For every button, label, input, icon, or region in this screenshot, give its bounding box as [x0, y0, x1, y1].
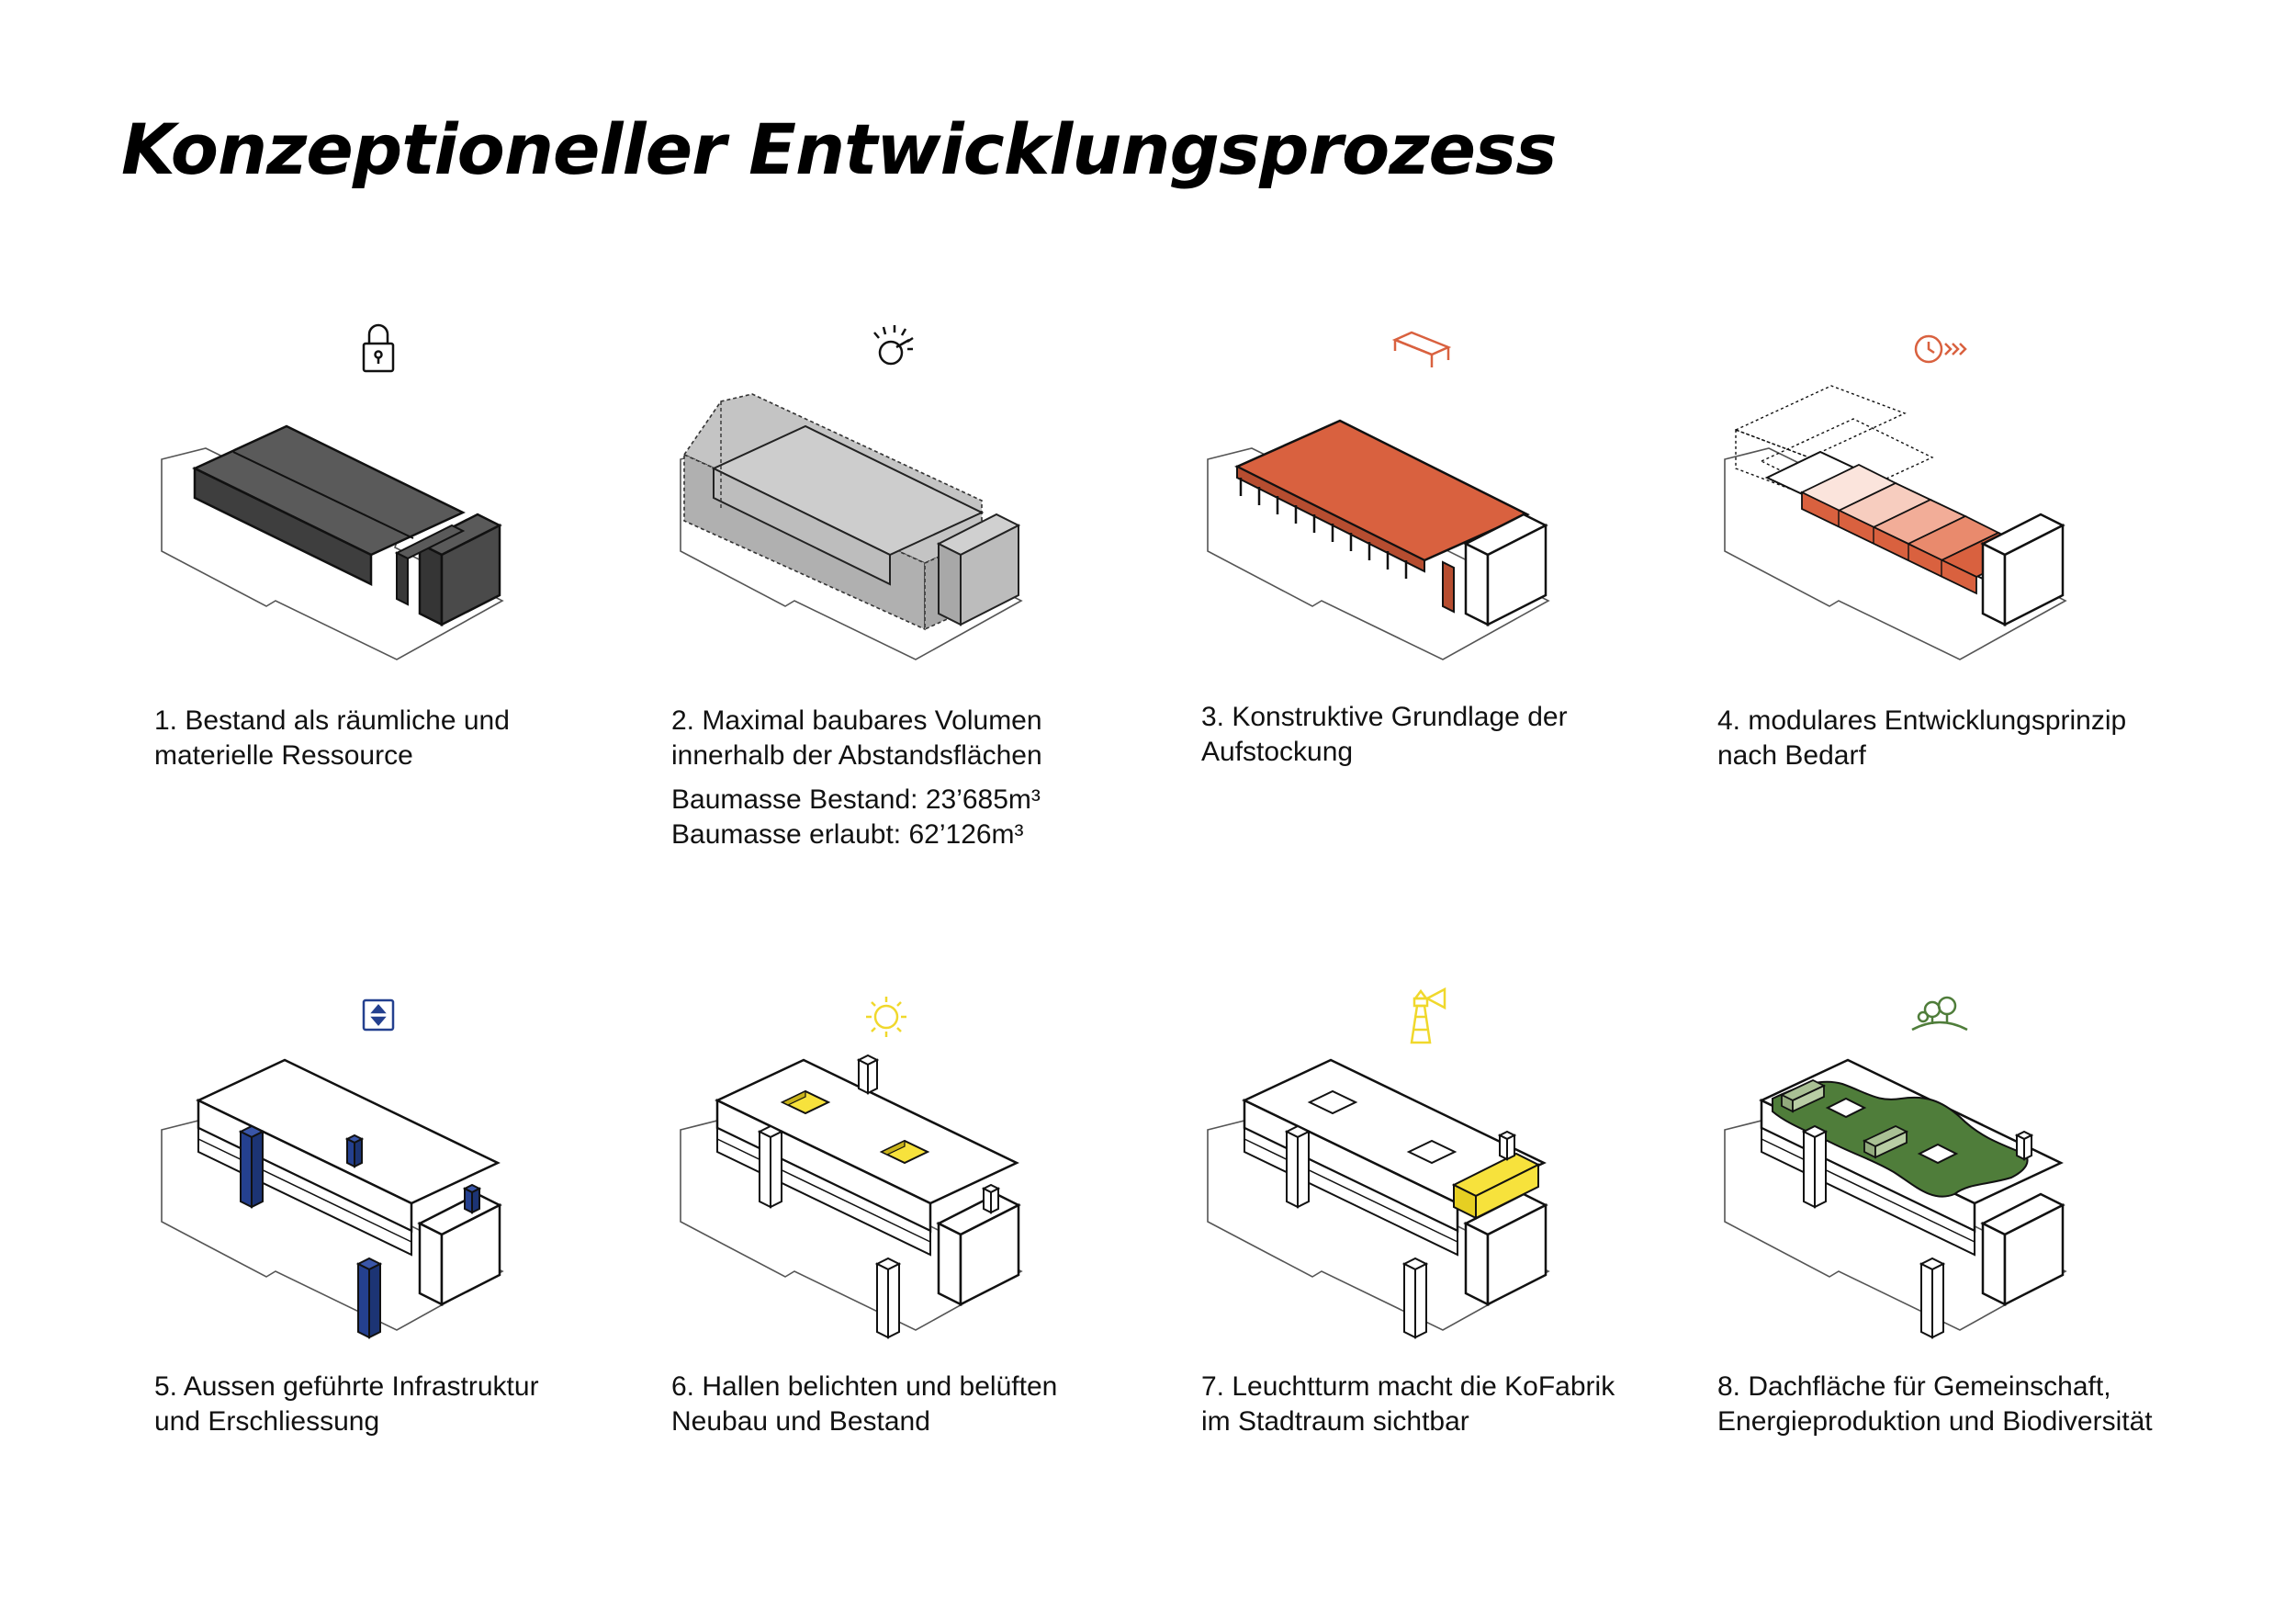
caption-line: 7. Leuchtturm macht die KoFabrik [1201, 1371, 1615, 1402]
step-3-caption: 3. Konstruktive Grundlage der Aufstockun… [1201, 700, 1679, 770]
step-2-caption: 2. Maximal baubares Volumen innerhalb de… [671, 704, 1149, 852]
step-4: 4. modulares Entwicklungsprinzip nach Be… [1684, 312, 2199, 790]
lamp-icon [856, 312, 929, 386]
caption-line: 4. modulares Entwicklungsprinzip [1717, 705, 2127, 736]
tree-hill-icon [1903, 978, 1976, 1052]
step-1-caption: 1. Bestand als räumliche und materielle … [154, 704, 632, 773]
step-5: 5. Aussen geführte Infrastruktur und Ers… [121, 978, 636, 1456]
table-icon [1384, 312, 1458, 386]
step-5-caption: 5. Aussen geführte Infrastruktur und Ers… [154, 1370, 632, 1439]
page-title: Konzeptioneller Entwicklungsprozess [121, 108, 1558, 190]
building-diagram-existing [121, 404, 636, 716]
step-2: 2. Maximal baubares Volumen innerhalb de… [640, 312, 1154, 863]
volume-existing: Baumasse Bestand: 23’685m³ [671, 784, 1041, 815]
caption-line: Neubau und Bestand [671, 1406, 930, 1437]
caption-line: materielle Ressource [154, 740, 413, 771]
elevator-icon [342, 978, 415, 1052]
building-diagram-modular [1684, 385, 2199, 698]
caption-line: im Stadtraum sichtbar [1201, 1406, 1469, 1437]
clock-arrow-icon [1905, 312, 1978, 386]
step-1: 1. Bestand als räumliche und materielle … [121, 312, 636, 790]
caption-line: 3. Konstruktive Grundlage der [1201, 702, 1568, 732]
caption-line: innerhalb der Abstandsflächen [671, 740, 1042, 771]
step-6: 6. Hallen belichten und belüften Neubau … [640, 978, 1154, 1456]
step-7: 7. Leuchtturm macht die KoFabrik im Stad… [1167, 978, 1682, 1456]
step-7-caption: 7. Leuchtturm macht die KoFabrik im Stad… [1201, 1370, 1679, 1439]
building-diagram-max-volume [640, 363, 1154, 675]
volume-allowed: Baumasse erlaubt: 62’126m³ [671, 819, 1024, 850]
step-6-caption: 6. Hallen belichten und belüften Neubau … [671, 1370, 1149, 1439]
caption-line: Aufstockung [1201, 737, 1354, 767]
caption-line: und Erschliessung [154, 1406, 380, 1437]
caption-line: 6. Hallen belichten und belüften [671, 1371, 1058, 1402]
sun-icon [850, 978, 923, 1052]
step-3: 3. Konstruktive Grundlage der Aufstockun… [1167, 312, 1682, 790]
caption-line: 2. Maximal baubares Volumen [671, 705, 1042, 736]
caption-line: nach Bedarf [1717, 740, 1866, 771]
step-4-caption: 4. modulares Entwicklungsprinzip nach Be… [1717, 704, 2195, 773]
step-8: 8. Dachfläche für Gemeinschaft, Energiep… [1684, 978, 2199, 1456]
building-diagram-structure [1167, 404, 1682, 716]
caption-line: 1. Bestand als räumliche und [154, 705, 510, 736]
building-diagram-light [640, 1047, 1154, 1359]
building-diagram-lighthouse [1167, 1047, 1682, 1359]
caption-line: 8. Dachfläche für Gemeinschaft, [1717, 1371, 2111, 1402]
lock-icon [342, 312, 415, 386]
building-diagram-roof [1684, 1047, 2199, 1359]
caption-line: Energieproduktion und Biodiversität [1717, 1406, 2153, 1437]
caption-line: 5. Aussen geführte Infrastruktur [154, 1371, 539, 1402]
lighthouse-icon [1384, 978, 1458, 1052]
building-diagram-infrastructure [121, 1047, 636, 1359]
step-8-caption: 8. Dachfläche für Gemeinschaft, Energiep… [1717, 1370, 2195, 1439]
